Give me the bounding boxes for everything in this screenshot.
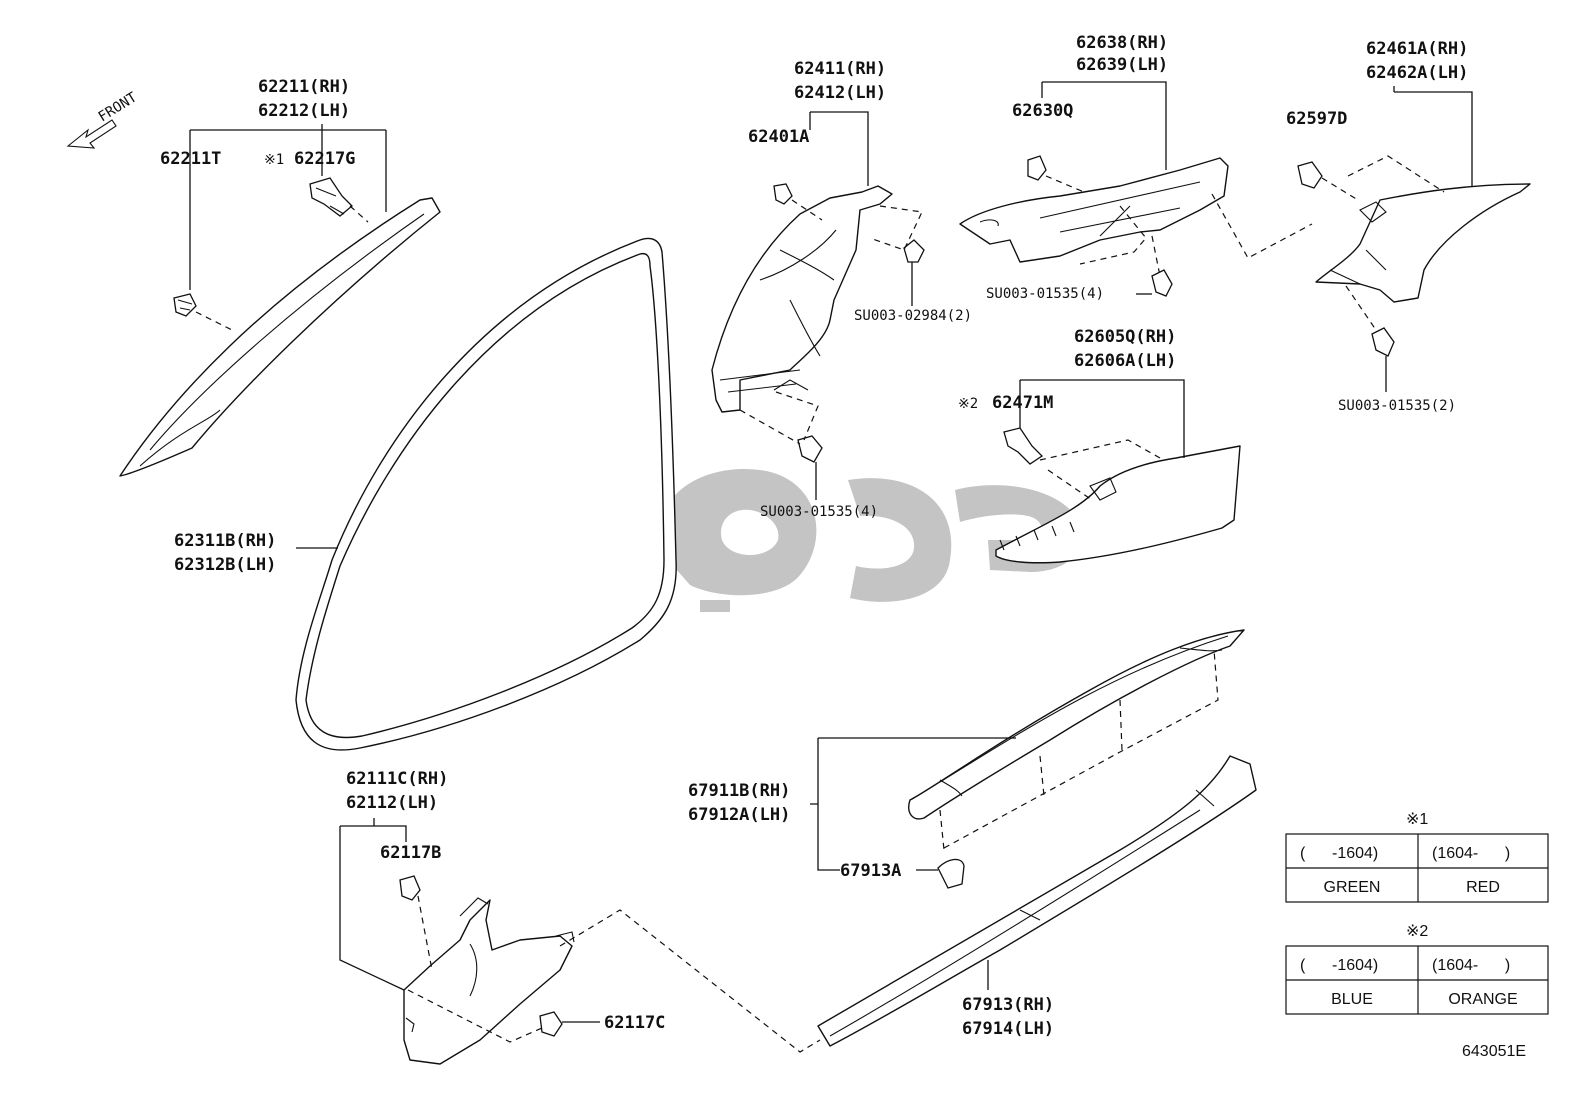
callout-62461A-line2: 62462A(LH) [1366,63,1468,83]
callout-67913-line1: 67913(RH) [962,995,1054,1015]
callout-62117B: 62117B [380,843,441,863]
figure-id: 643051E [1462,1043,1526,1060]
color-table-2-header-1: ( -1604) [1300,957,1378,974]
callout-62211-line2: 62212(LH) [258,101,350,121]
callout-62217G: 62217G [294,149,355,169]
callout-62411: 62411(RH) 62412(LH) [794,59,886,103]
color-table-1-mark: ※1 [1406,811,1428,828]
callout-67913-line2: 67914(LH) [962,1019,1054,1039]
color-table-1-value-2: RED [1466,879,1500,896]
callout-67911B: 67911B(RH) 67912A(LH) [688,781,790,825]
callout-62638: 62638(RH) 62639(LH) [1076,33,1168,75]
callout-62461A: 62461A(RH) 62462A(LH) [1366,39,1468,83]
part-67913-door-sill [817,755,1257,1047]
callout-SU003-01535-c: SU003-01535(2) [1338,398,1456,414]
color-table-1: ※1 ( -1604) (1604- ) GREEN RED [1285,811,1549,903]
clip-SU003-01535-c [1371,327,1395,357]
callout-62605Q-line2: 62606A(LH) [1074,351,1176,371]
color-table-2: ※2 ( -1604) (1604- ) BLUE ORANGE [1285,923,1549,1015]
callout-62211T: 62211T [160,149,221,169]
callout-62411-line1: 62411(RH) [794,59,886,79]
clip-SU003-01535-b [1151,269,1173,297]
callout-62597D: 62597D [1286,109,1347,129]
callout-62471M: 62471M [992,393,1053,413]
callout-67911B-line1: 67911B(RH) [688,781,790,801]
part-62111C-cowl-side-trim [403,897,575,1065]
callout-62461A-line1: 62461A(RH) [1366,39,1468,59]
callout-62217G-mark: ※1 [264,152,284,168]
callout-62111C-line1: 62111C(RH) [346,769,448,789]
callout-67913: 67913(RH) 67914(LH) [962,995,1054,1039]
color-table-2-value-2: ORANGE [1448,991,1517,1008]
front-label: FRONT [96,89,141,125]
part-62311B-weatherstrip [295,237,677,751]
callout-62638-line1: 62638(RH) [1076,33,1168,53]
front-arrow: FRONT [66,89,141,149]
callout-62311B: 62311B(RH) 62312B(LH) [174,531,276,575]
color-table-1-value-1: GREEN [1324,879,1381,896]
callout-62401A: 62401A [748,127,809,147]
callout-67911B-line2: 67912A(LH) [688,805,790,825]
callout-62311B-line1: 62311B(RH) [174,531,276,551]
callout-62117C: 62117C [604,1013,665,1033]
callout-62605Q-line1: 62605Q(RH) [1074,327,1176,347]
callout-62211: 62211(RH) 62212(LH) [258,77,350,121]
clip-SU003-01535-a [797,435,823,463]
clip-62217G [309,177,353,217]
color-table-1-header-2: (1604- ) [1432,845,1510,862]
callout-62630Q: 62630Q [1012,101,1073,121]
clip-62211T [173,293,197,317]
clip-62597D [1297,161,1323,189]
callout-62411-line2: 62412(LH) [794,83,886,103]
part-62211-a-pillar-garnish [119,197,441,477]
clip-62471M [1003,427,1044,465]
clip-62630Q [1027,155,1047,181]
clip-SU003-02984 [903,239,925,263]
part-62461A-side-trim [1315,183,1531,303]
callout-62111C: 62111C(RH) 62112(LH) [346,769,448,813]
callout-62471M-mark: ※2 [958,396,978,412]
callout-62638-line2: 62639(LH) [1076,55,1168,75]
part-62638-quarter-garnish [959,157,1229,263]
clip-62401A [773,183,793,205]
callout-62111C-line2: 62112(LH) [346,793,438,813]
part-67911B-scuff-plate [908,629,1245,820]
part-62605Q-lower-trim [995,445,1241,564]
callout-62211-line1: 62211(RH) [258,77,350,97]
callout-62311B-line2: 62312B(LH) [174,555,276,575]
callout-SU003-01535-b: SU003-01535(4) [986,286,1104,302]
clip-67913A [937,858,965,889]
part-62411-b-pillar-garnish [711,185,893,413]
callout-62605Q: 62605Q(RH) 62606A(LH) [1074,327,1176,371]
color-table-2-header-2: (1604- ) [1432,957,1510,974]
callout-SU003-02984: SU003-02984(2) [854,308,972,324]
clip-62117C [539,1011,563,1037]
color-table-1-header-1: ( -1604) [1300,845,1378,862]
callout-67913A: 67913A [840,861,901,881]
callout-SU003-01535-a: SU003-01535(4) [760,504,878,520]
clip-62117B [399,875,421,901]
color-table-2-value-1: BLUE [1331,991,1373,1008]
color-table-2-mark: ※2 [1406,923,1428,940]
